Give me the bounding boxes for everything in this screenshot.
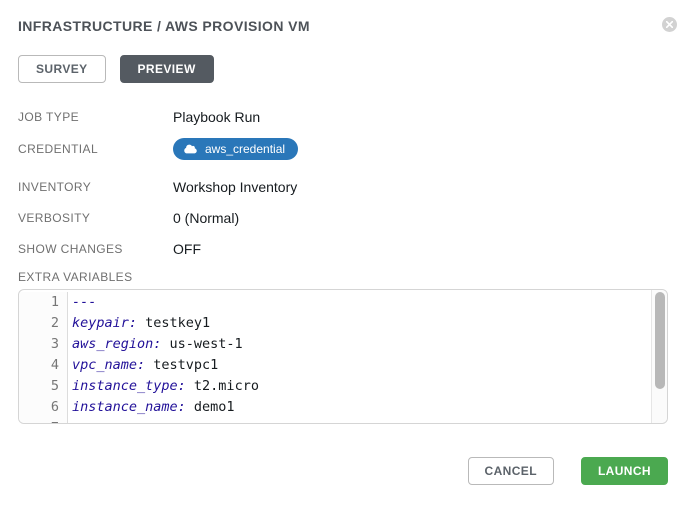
yaml-value: demo1 xyxy=(185,399,235,415)
yaml-key: instance_name: xyxy=(72,399,186,415)
code-line: 1 --- xyxy=(19,292,651,313)
line-number: 2 xyxy=(19,313,68,334)
yaml-value: us-west-1 xyxy=(161,336,243,352)
code-line: 4 vpc_name: testvpc1 xyxy=(19,355,651,376)
launch-button[interactable]: LAUNCH xyxy=(580,457,668,485)
x-glyph xyxy=(666,21,673,28)
line-number: 5 xyxy=(19,376,68,397)
extra-variables-label: EXTRA VARIABLES xyxy=(18,270,133,284)
credential-tag: aws_credential xyxy=(173,138,299,160)
yaml-key: instance_type: xyxy=(72,378,186,394)
detail-row-show-changes: SHOW CHANGES OFF xyxy=(18,239,677,259)
modal-header: INFRASTRUCTURE / AWS PROVISION VM xyxy=(18,16,677,34)
job-type-value: Playbook Run xyxy=(173,109,261,125)
tab-preview[interactable]: PREVIEW xyxy=(119,55,214,83)
line-number: 1 xyxy=(19,292,68,313)
line-number: 7 xyxy=(19,418,68,423)
code-line-partial: 7 xyxy=(19,418,651,423)
show-changes-value: OFF xyxy=(173,241,201,257)
cloud-icon xyxy=(184,144,197,154)
yaml-doc-separator: --- xyxy=(72,294,97,310)
yaml-key: aws_region: xyxy=(72,336,162,352)
credential-label: CREDENTIAL xyxy=(18,142,99,156)
yaml-key: vpc_name: xyxy=(72,357,146,373)
inventory-value: Workshop Inventory xyxy=(173,179,298,195)
close-icon xyxy=(662,17,677,32)
line-number: 4 xyxy=(19,355,68,376)
close-button[interactable] xyxy=(662,17,677,32)
editor-content: 1 --- 2 keypair: testkey1 3 aws_region: … xyxy=(19,292,651,423)
yaml-value: testkey1 xyxy=(137,315,211,331)
detail-row-verbosity: VERBOSITY 0 (Normal) xyxy=(18,208,677,228)
line-number: 6 xyxy=(19,397,68,418)
code-line: 3 aws_region: us-west-1 xyxy=(19,334,651,355)
code-line: 2 keypair: testkey1 xyxy=(19,313,651,334)
extra-variables-editor[interactable]: 1 --- 2 keypair: testkey1 3 aws_region: … xyxy=(18,289,668,424)
line-number: 3 xyxy=(19,334,68,355)
inventory-label: INVENTORY xyxy=(18,180,92,194)
verbosity-value: 0 (Normal) xyxy=(173,210,240,226)
job-type-label: JOB TYPE xyxy=(18,110,79,124)
detail-row-credential: CREDENTIAL aws_credential xyxy=(18,138,677,160)
verbosity-label: VERBOSITY xyxy=(18,211,91,225)
code-line: 5 instance_type: t2.micro xyxy=(19,376,651,397)
modal-footer: CANCEL LAUNCH xyxy=(467,457,668,485)
yaml-value: testvpc1 xyxy=(145,357,219,373)
detail-row-inventory: INVENTORY Workshop Inventory xyxy=(18,177,677,197)
tab-survey[interactable]: SURVEY xyxy=(18,55,106,83)
credential-tag-label: aws_credential xyxy=(205,142,286,156)
tab-bar: SURVEY PREVIEW xyxy=(18,55,677,83)
scrollbar-thumb[interactable] xyxy=(655,292,665,389)
yaml-key: keypair: xyxy=(72,315,138,331)
page-title: INFRASTRUCTURE / AWS PROVISION VM xyxy=(18,18,310,34)
cancel-button[interactable]: CANCEL xyxy=(467,457,554,485)
code-line: 6 instance_name: demo1 xyxy=(19,397,651,418)
detail-row-job-type: JOB TYPE Playbook Run xyxy=(18,107,677,127)
show-changes-label: SHOW CHANGES xyxy=(18,242,123,256)
editor-vertical-scrollbar[interactable] xyxy=(651,290,667,423)
yaml-value: t2.micro xyxy=(185,378,259,394)
job-details: JOB TYPE Playbook Run CREDENTIAL aws_cre… xyxy=(18,107,677,259)
